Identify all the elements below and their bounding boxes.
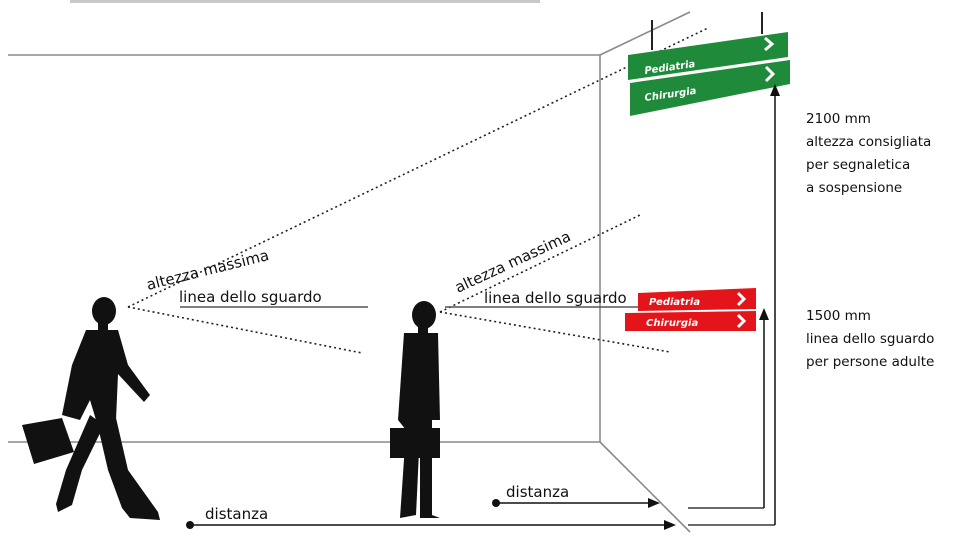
floor-corner-line [599,441,691,533]
note-suspended-line-2: altezza consigliata [806,134,931,150]
label-distanza-1: distanza [205,505,268,523]
note-suspended-line-4: a sospensione [806,180,902,196]
cone-2-top [439,214,641,313]
cropped-heading [70,0,540,3]
chevron-right-icon [736,313,747,329]
green-sign-group: Pediatria Chirurgia [628,32,790,116]
red-sign-chirurgia-text: Chirurgia [646,318,698,329]
cone-2-bottom [439,311,671,353]
red-sign-group: Pediatria Chirurgia [625,288,756,331]
label-altezza-massima-2: altezza massima [452,227,573,296]
note-eye-level-line-1: 1500 mm [806,308,871,324]
red-sign-pediatria-text: Pediatria [649,297,700,308]
height-arrows [688,84,780,526]
chevron-right-icon [764,65,776,83]
walking-man-icon [22,297,160,520]
briefcase-icon [390,428,440,458]
sign-hangers [651,12,763,50]
label-linea-sguardo-1: linea dello sguardo [179,288,322,306]
note-suspended: 2100 mm altezza consigliata per segnalet… [806,111,936,196]
sight-cones [127,27,709,354]
distance-arrows [186,498,676,530]
label-linea-sguardo-2: linea dello sguardo [484,289,627,307]
note-eye-level: 1500 mm linea dello sguardo per persone … [806,308,939,370]
cone-1-bottom [127,306,363,354]
red-sign-chirurgia: Chirurgia [625,311,756,331]
briefcase-icon [22,418,74,464]
note-eye-level-line-3: per persone adulte [806,354,934,370]
label-altezza-massima-1: altezza massima [145,246,271,294]
red-sign-pediatria: Pediatria [638,288,756,311]
cone-1-top [127,27,709,308]
chevron-right-icon [764,36,775,52]
chevron-right-icon [736,291,747,307]
note-suspended-line-3: per segnaletica [806,157,910,173]
note-suspended-line-1: 2100 mm [806,111,871,127]
green-sign-chirurgia: Chirurgia [630,60,790,116]
standing-man-icon [390,301,440,518]
ceiling-corner-line [599,11,691,56]
label-distanza-2: distanza [506,483,569,501]
note-eye-level-line-2: linea dello sguardo [806,331,934,347]
